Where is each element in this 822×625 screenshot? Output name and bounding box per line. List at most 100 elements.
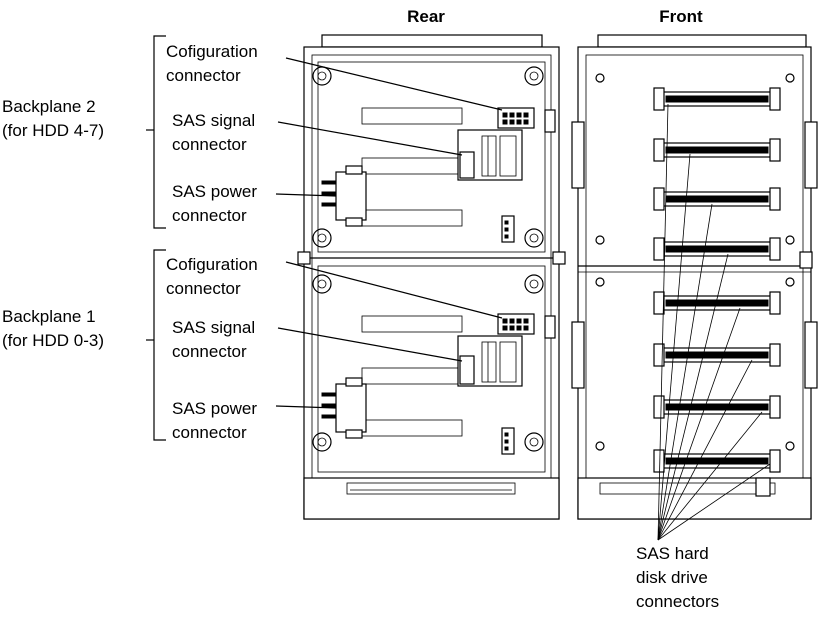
rear-board-2 — [317, 61, 546, 253]
sas-power-clip — [345, 217, 363, 227]
screw-icon — [524, 228, 544, 248]
sas-signal-port — [499, 341, 517, 383]
connector-pin — [502, 318, 508, 324]
connector-pin — [509, 318, 515, 324]
backplane-1-name: Backplane 1 — [2, 307, 96, 326]
front-assembly — [571, 34, 818, 520]
rear-top-flange — [321, 34, 543, 48]
backplane-2-signal-label-1: SAS signal — [172, 111, 255, 130]
screw-icon — [529, 437, 539, 447]
front-top-flange — [597, 34, 807, 48]
hdd-connector-contacts — [665, 95, 769, 103]
connector-pin — [523, 119, 529, 125]
leader-signal-2 — [277, 121, 463, 156]
hdd-connector — [653, 395, 781, 419]
screw-icon — [529, 279, 539, 289]
hdd-connector-contacts — [665, 245, 769, 253]
hdd-connector-end — [653, 343, 665, 367]
sas-power-pin — [321, 414, 337, 419]
screw-icon — [524, 274, 544, 294]
hdd-connector-end — [653, 138, 665, 162]
hdd-connector — [653, 291, 781, 315]
connector-pin — [509, 112, 515, 118]
screw-icon — [317, 233, 327, 243]
hdd-connector-contacts — [665, 351, 769, 359]
backplane-2-config-label-1: Cofiguration — [166, 42, 258, 61]
drive-connectors-label-1: SAS hard — [636, 544, 709, 563]
hdd-connector-end — [769, 449, 781, 473]
screw-icon — [595, 73, 605, 83]
backplane-1-bracket — [153, 249, 166, 441]
hdd-connector-end — [653, 237, 665, 261]
leader-config-1 — [285, 261, 503, 319]
connector-pin — [504, 446, 509, 451]
rear-assembly — [297, 34, 566, 520]
hdd-connector-end — [769, 187, 781, 211]
rail-tab — [544, 109, 556, 133]
sas-power-connector — [335, 383, 367, 433]
hdd-connector-end — [653, 187, 665, 211]
front-tray-latch — [755, 477, 771, 497]
screw-icon — [524, 432, 544, 452]
backplane-1-power-label-1: SAS power — [172, 399, 257, 418]
leader-power-1 — [275, 405, 337, 409]
connector-pin — [504, 432, 509, 437]
screw-icon — [595, 235, 605, 245]
front-side-bracket-left — [571, 121, 585, 189]
leader-config-2 — [285, 57, 503, 111]
hdd-connector — [653, 138, 781, 162]
hdd-connector — [653, 237, 781, 261]
screw-icon — [529, 233, 539, 243]
sas-power-connector — [335, 171, 367, 221]
sas-signal-port — [481, 341, 497, 383]
front-frame — [577, 46, 812, 520]
sas-signal-port — [499, 135, 517, 177]
drive-connectors-label-3: connectors — [636, 592, 719, 611]
hdd-connector — [653, 87, 781, 111]
hdd-connector-end — [769, 343, 781, 367]
connector-pin — [504, 220, 509, 225]
connector-pin — [504, 439, 509, 444]
leader-lines — [275, 57, 771, 541]
connector-pin — [502, 112, 508, 118]
leader-hdd — [657, 103, 669, 541]
screw-icon — [312, 274, 332, 294]
connector-pin — [509, 325, 515, 331]
leader-hdd — [657, 359, 753, 541]
hdd-connector-end — [769, 395, 781, 419]
hdd-connector-end — [769, 291, 781, 315]
backplane-1-labels: Backplane 1 (for HDD 0-3) Cofiguration c… — [2, 249, 258, 442]
screw-icon — [595, 277, 605, 287]
connector-pin — [509, 119, 515, 125]
connector-pin — [523, 112, 529, 118]
screw-icon — [312, 432, 332, 452]
drive-connectors-label: SAS hard disk drive connectors — [636, 544, 719, 611]
leader-hdd — [657, 307, 741, 541]
hdd-connector-contacts — [665, 403, 769, 411]
rear-board-1 — [317, 265, 546, 473]
sas-power-pin — [321, 403, 337, 408]
front-side-bracket-right — [804, 321, 818, 389]
drive-connectors-label-2: disk drive — [636, 568, 708, 587]
sas-signal-latch — [459, 355, 475, 385]
connector-pin — [516, 318, 522, 324]
backplane-2-power-label-1: SAS power — [172, 182, 257, 201]
connector-pin — [523, 325, 529, 331]
rear-backplane-2 — [312, 61, 556, 253]
board-slot — [361, 315, 463, 333]
backplane-1-signal-label-1: SAS signal — [172, 318, 255, 337]
front-side-bracket-left — [571, 321, 585, 389]
screw-icon — [312, 228, 332, 248]
rear-divider-tab-right — [552, 251, 566, 265]
screw-icon — [524, 66, 544, 86]
screw-icon — [317, 279, 327, 289]
backplane-2-config-label-2: connector — [166, 66, 241, 85]
screw-icon — [785, 441, 795, 451]
hdd-connector-end — [653, 87, 665, 111]
hdd-connector-contacts — [665, 146, 769, 154]
connector-pin — [502, 119, 508, 125]
screw-icon — [529, 71, 539, 81]
connector-pin — [516, 325, 522, 331]
connector-pin — [523, 318, 529, 324]
